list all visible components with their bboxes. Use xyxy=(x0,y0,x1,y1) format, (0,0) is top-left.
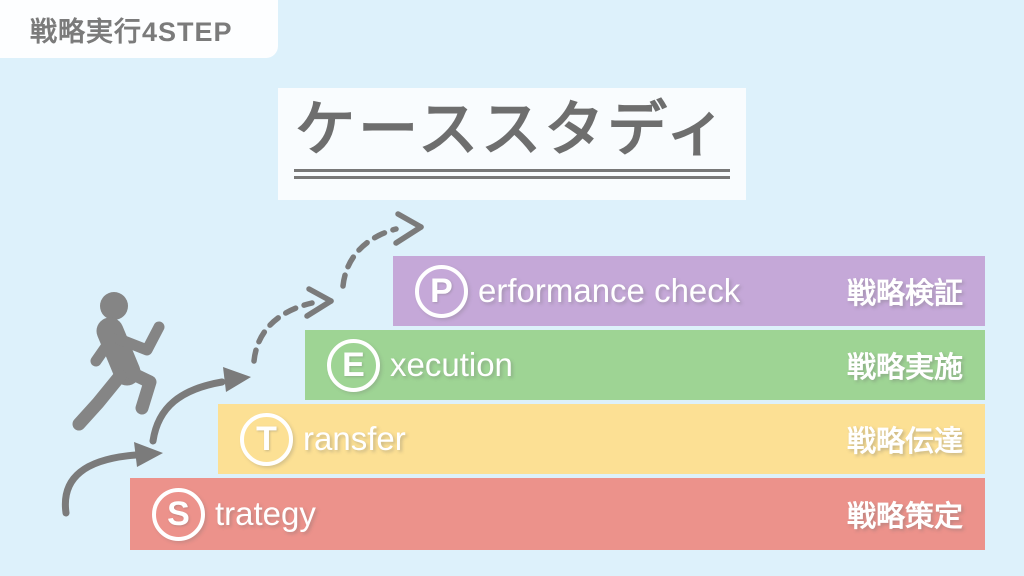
step-jp-label: 戦略策定 xyxy=(846,501,963,533)
person-torso xyxy=(96,317,141,386)
step-bar-transfer: T ransfer 戦略伝達 xyxy=(218,404,985,474)
step-letter: S xyxy=(167,494,190,533)
circled-letter-icon: S xyxy=(152,487,205,541)
step-name: ransfer xyxy=(303,420,406,457)
step-letter: E xyxy=(342,345,365,384)
page-title: ケーススタディ xyxy=(295,96,729,163)
header-badge: 戦略実行4STEP xyxy=(0,0,278,58)
step-name: trategy xyxy=(215,495,316,532)
step-bar-strategy: S trategy 戦略策定 xyxy=(130,478,985,550)
person-head xyxy=(100,292,128,320)
step-name: xecution xyxy=(390,346,513,383)
header-badge-label: 戦略実行4STEP xyxy=(30,16,233,47)
step-jp-label: 戦略実施 xyxy=(846,352,963,384)
step-bar-execution: E xecution 戦略実施 xyxy=(305,330,985,400)
circled-letter-icon: T xyxy=(240,412,293,466)
person-front-leg xyxy=(118,363,157,415)
person-front-arm xyxy=(113,321,165,356)
step-name: erformance check xyxy=(478,272,741,309)
climbing-person-icon xyxy=(72,292,165,431)
circled-letter-icon: E xyxy=(327,338,380,392)
step-jp-label: 戦略伝達 xyxy=(846,426,963,458)
person-back-leg xyxy=(72,369,127,431)
step-letter: P xyxy=(430,271,453,310)
step-jp-label: 戦略検証 xyxy=(846,278,963,310)
step-letter: T xyxy=(256,419,277,458)
title-underline xyxy=(294,169,730,179)
step-bar-performance-check: P erformance check 戦略検証 xyxy=(393,256,985,326)
circled-letter-icon: P xyxy=(415,264,468,318)
title-box: ケーススタディ xyxy=(278,88,746,200)
person-back-arm xyxy=(90,332,118,367)
